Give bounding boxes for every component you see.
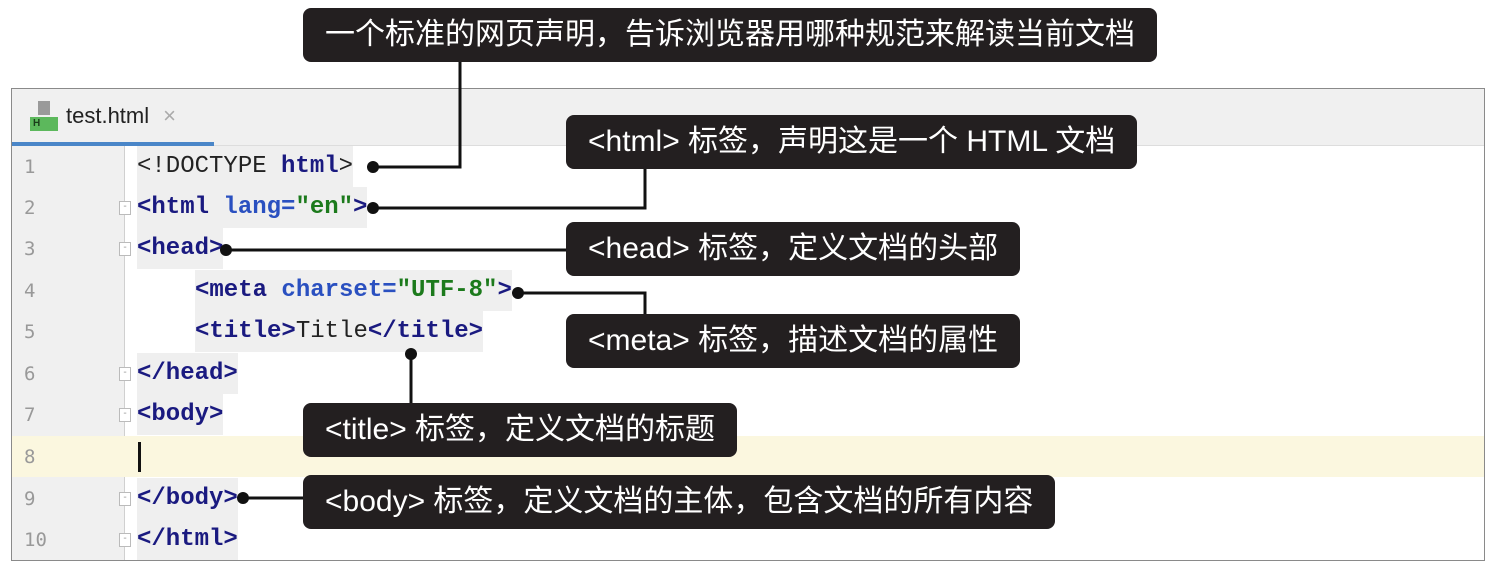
callout-head: <head> 标签，定义文档的头部 [566, 222, 1021, 276]
line-gutter [12, 146, 125, 560]
line-number: 6 [24, 362, 36, 385]
code-text: <!DOCTYPE html> [137, 146, 354, 187]
code-text: </body> [137, 478, 238, 519]
fold-icon[interactable]: - [119, 366, 131, 381]
line-number: 9 [24, 487, 36, 510]
line-number: 5 [24, 320, 36, 343]
fold-icon[interactable]: - [119, 491, 131, 506]
callout-html: <html> 标签，声明这是一个 HTML 文档 [566, 115, 1138, 169]
text-cursor [138, 441, 141, 472]
callout-meta: <meta> 标签，描述文档的属性 [566, 314, 1021, 368]
code-text: <meta charset="UTF-8"> [195, 270, 512, 311]
code-line[interactable]: 4 <meta charset="UTF-8"> [12, 270, 1484, 311]
line-number: 2 [24, 196, 36, 219]
line-number: 10 [24, 528, 47, 551]
code-line[interactable]: 1 <!DOCTYPE html> [12, 146, 1484, 187]
fold-icon[interactable]: - [119, 407, 131, 422]
code-line-current[interactable]: 8 [12, 436, 1484, 477]
code-text: <head> [137, 228, 224, 269]
code-line[interactable]: 6 - </head> [12, 353, 1484, 394]
callout-doctype: 一个标准的网页声明，告诉浏览器用哪种规范来解读当前文档 [303, 8, 1157, 62]
code-line[interactable]: 3 - <head> [12, 228, 1484, 269]
fold-icon[interactable]: - [119, 532, 131, 547]
fold-icon[interactable]: - [119, 200, 131, 215]
code-text: </html> [137, 519, 238, 560]
close-icon[interactable]: × [163, 102, 176, 128]
line-number: 1 [24, 155, 36, 178]
html-file-icon: H [30, 100, 58, 131]
code-text: <title>Title</title> [195, 311, 484, 352]
code-text: </head> [137, 353, 238, 394]
code-text: <body> [137, 394, 224, 435]
tab-label: test.html [66, 102, 150, 128]
code-text: <html lang="en"> [137, 187, 368, 228]
code-line[interactable]: 7 - <body> [12, 394, 1484, 435]
line-number: 4 [24, 279, 36, 302]
code-line[interactable]: 9 - </body> [12, 478, 1484, 519]
code-line[interactable]: 5 <title>Title</title> [12, 311, 1484, 352]
line-number: 3 [24, 237, 36, 260]
line-number: 8 [24, 445, 36, 468]
callout-title: <title> 标签，定义文档的标题 [303, 403, 738, 457]
fold-icon[interactable]: - [119, 241, 131, 256]
code-line[interactable]: 10 - </html> [12, 519, 1484, 560]
tab-test-html[interactable]: H test.html × [12, 89, 214, 146]
line-number: 7 [24, 403, 36, 426]
callout-body: <body> 标签，定义文档的主体，包含文档的所有内容 [303, 475, 1056, 529]
code-line[interactable]: 2 - <html lang="en"> [12, 187, 1484, 228]
